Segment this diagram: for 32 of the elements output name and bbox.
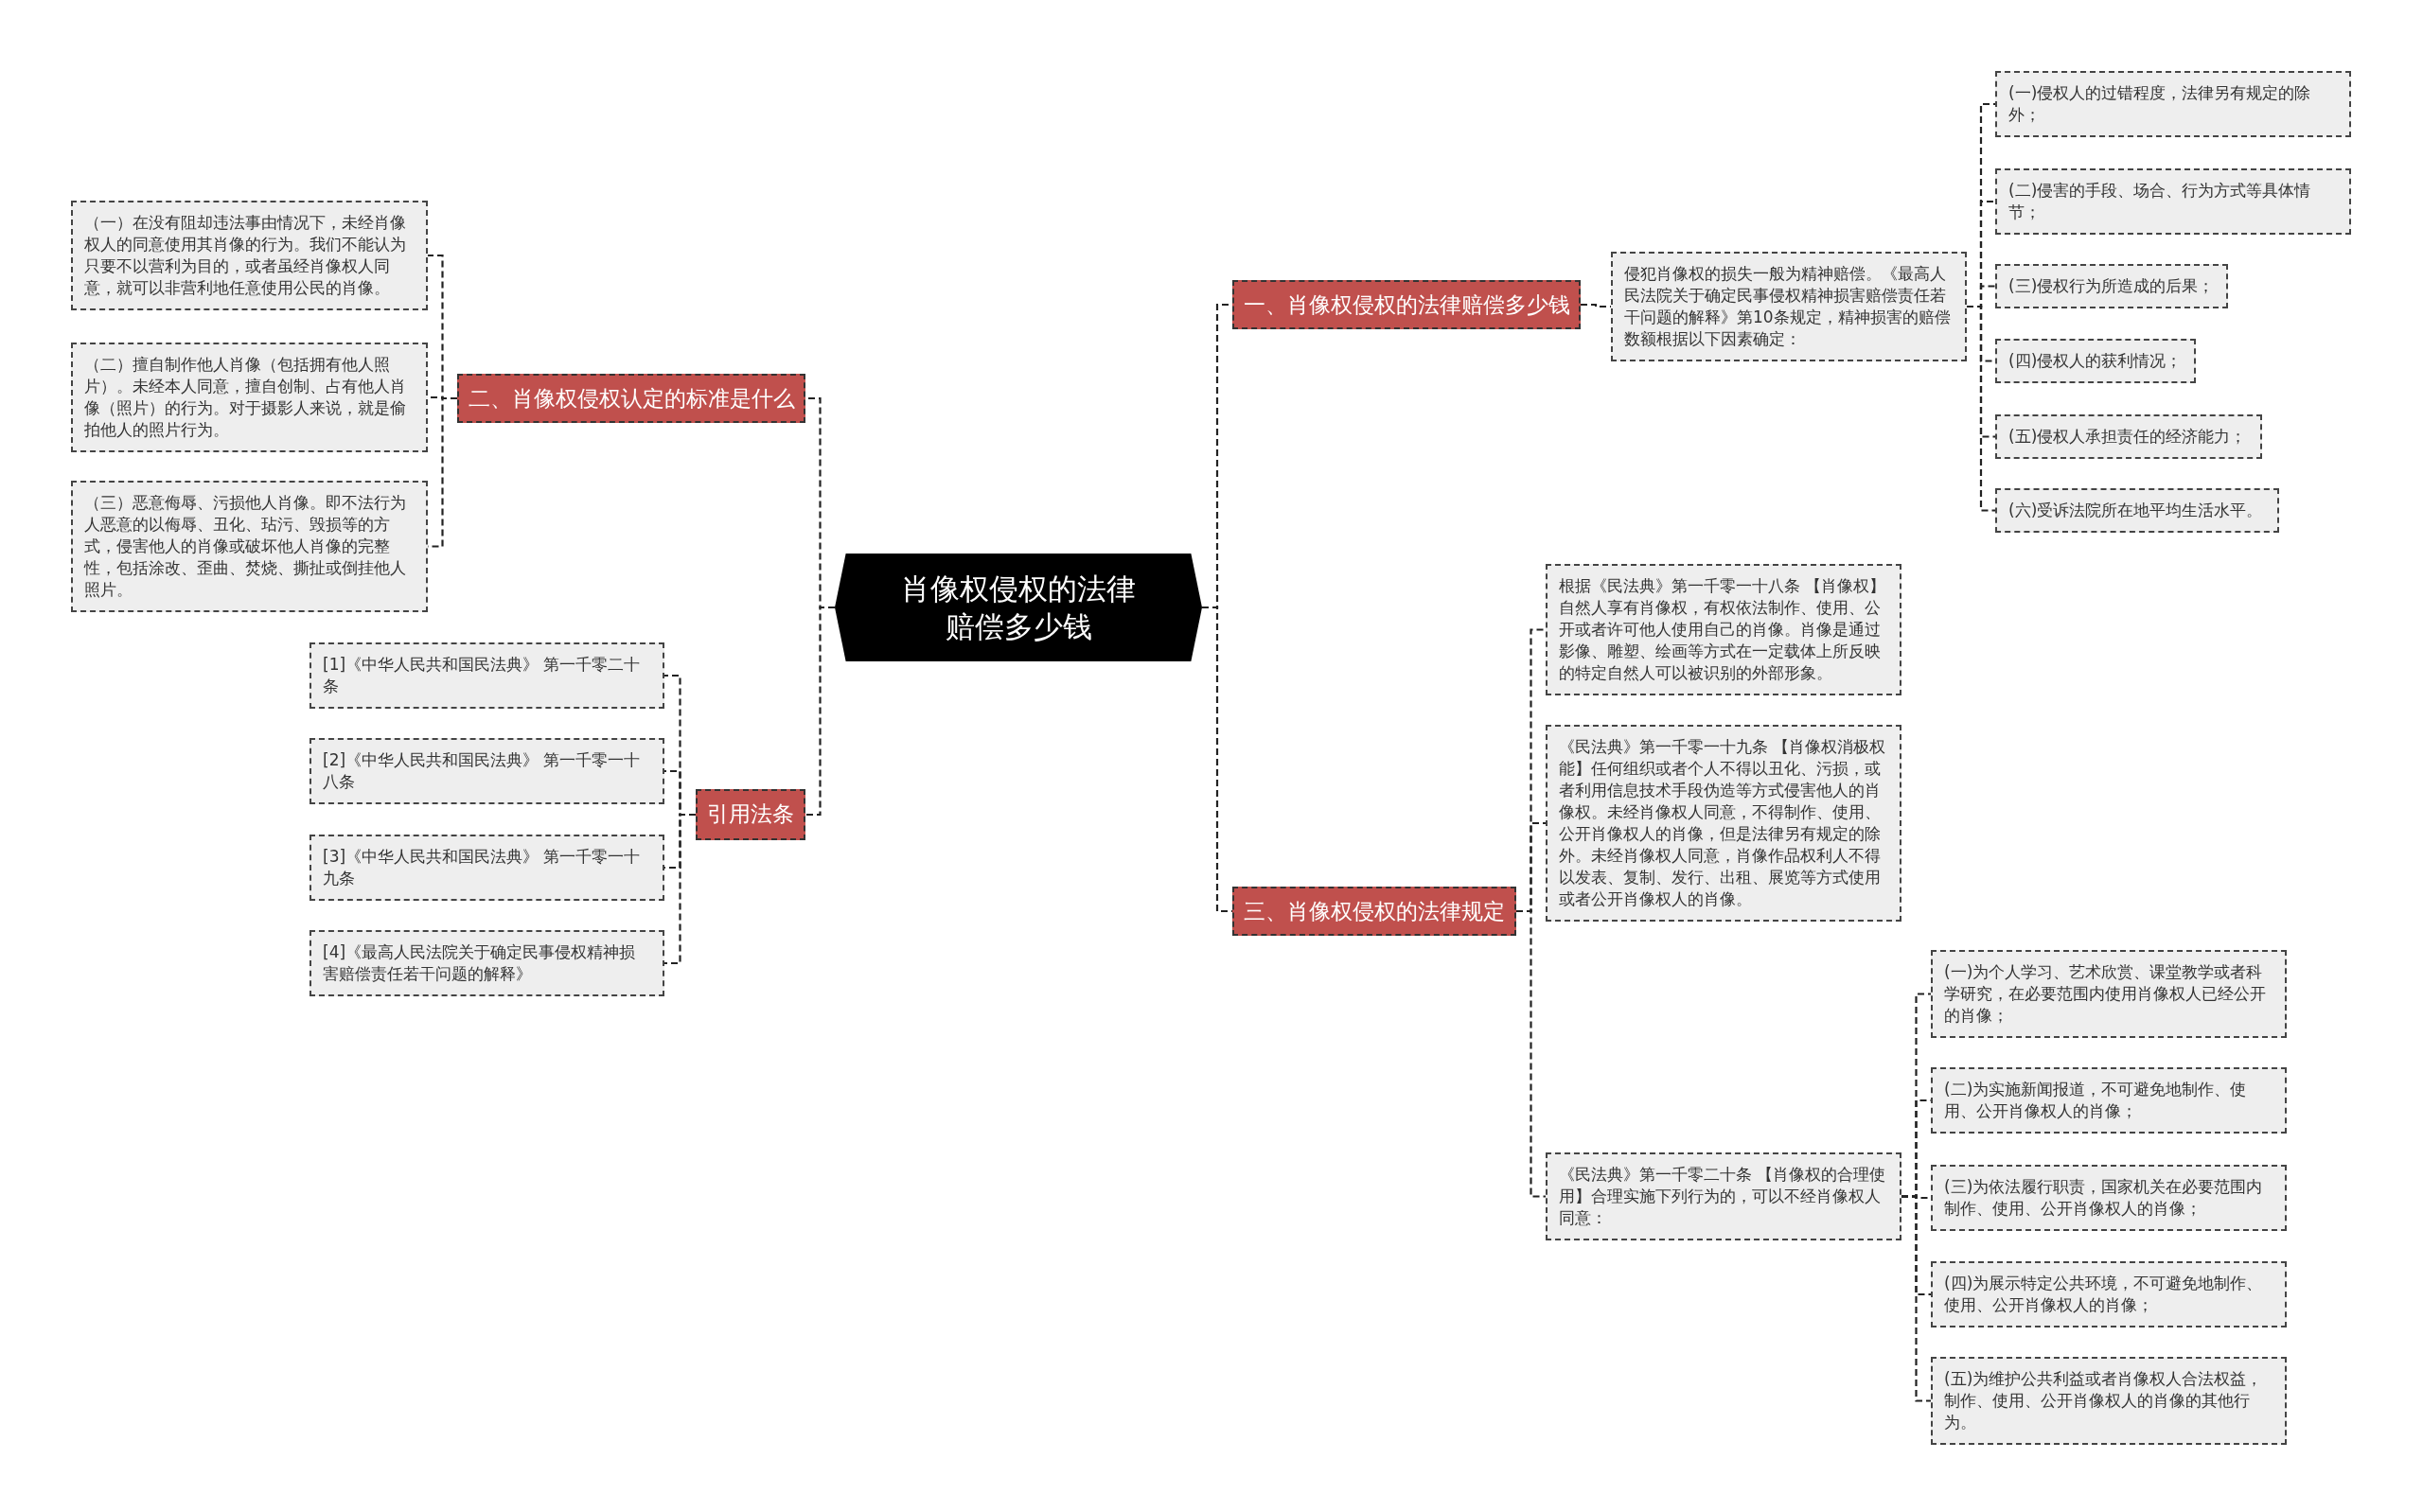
note-box: [1]《中华人民共和国民法典》 第一千零二十条 [310, 642, 664, 709]
note-box: (一)为个人学习、艺术欣赏、课堂教学或者科学研究，在必要范围内使用肖像权人已经公开的肖像； [1931, 950, 2287, 1038]
note-box: [3]《中华人民共和国民法典》 第一千零一十九条 [310, 835, 664, 901]
note-box: (一)侵权人的过错程度，法律另有规定的除外； [1995, 71, 2351, 137]
note-box: (四)为展示特定公共环境，不可避免地制作、使用、公开肖像权人的肖像； [1931, 1261, 2287, 1327]
note-box: (二)为实施新闻报道，不可避免地制作、使用、公开肖像权人的肖像； [1931, 1067, 2287, 1134]
note-box: 根据《民法典》第一千零一十八条 【肖像权】自然人享有肖像权，有权依法制作、使用、公开或者许可他人使用自己的肖像。肖像是通过影像、雕塑、绘画等方式在一定载体上所反映的特定自然人可以被识别的外部形象。 [1546, 564, 1901, 695]
connector-line [1967, 305, 1995, 512]
note-box: (五)侵权人承担责任的经济能力； [1995, 414, 2262, 459]
note-box: 侵犯肖像权的损失一般为精神赔偿。《最高人民法院关于确定民事侵权精神损害赔偿责任若干问题的解释》第10条规定，精神损害的赔偿数额根据以下因素确定： [1611, 252, 1967, 361]
note-box: （二）擅自制作他人肖像（包括拥有他人照片）。未经本人同意，擅自创制、占有他人肖像（照片）的行为。对于摄影人来说，就是偷拍他人的照片行为。 [71, 343, 428, 452]
connector-line [1901, 1195, 1931, 1402]
note-box: [2]《中华人民共和国民法典》 第一千零一十八条 [310, 738, 664, 804]
branch-topic: 引用法条 [696, 789, 805, 840]
central-topic: 肖像权侵权的法律赔偿多少钱 [835, 554, 1202, 661]
note-box: （三）恶意侮辱、污损他人肖像。即不法行为人恶意的以侮辱、丑化、玷污、毁损等的方式，侵害他人的肖像或破坏他人肖像的完整性，包括涂改、歪曲、焚烧、撕扯或倒挂他人照片。 [71, 481, 428, 612]
note-box: [4]《最高人民法院关于确定民事侵权精神损害赔偿责任若干问题的解释》 [310, 930, 664, 996]
note-box: (三)侵权行为所造成的后果； [1995, 264, 2228, 308]
branch-topic: 三、肖像权侵权的法律规定 [1232, 887, 1516, 936]
note-box: 《民法典》第一千零一十九条 【肖像权消极权能】任何组织或者个人不得以丑化、污损，或者利用信息技术手段伪造等方式侵害他人的肖像权。未经肖像权人同意，不得制作、使用、公开肖像权人的肖像，但是法律另有规定的除外。未经肖像权人同意，肖像作品权利人不得以发表、复制、发行、出租、展览等方式使用或者公开肖像权人的肖像。 [1546, 725, 1901, 922]
note-box: (四)侵权人的获利情况； [1995, 339, 2196, 383]
branch-topic: 一、肖像权侵权的法律赔偿多少钱 [1232, 280, 1581, 329]
note-box: 《民法典》第一千零二十条 【肖像权的合理使用】合理实施下列行为的，可以不经肖像权人同意： [1546, 1152, 1901, 1240]
connector-line [1516, 909, 1546, 1198]
note-box: (五)为维护公共利益或者肖像权人合法权益，制作、使用、公开肖像权人的肖像的其他行为。 [1931, 1357, 2287, 1445]
note-box: (六)受诉法院所在地平均生活水平。 [1995, 488, 2279, 533]
note-box: (二)侵害的手段、场合、行为方式等具体情节； [1995, 168, 2351, 235]
connector-line [805, 606, 835, 817]
note-box: (三)为依法履行职责，国家机关在必要范围内制作、使用、公开肖像权人的肖像； [1931, 1165, 2287, 1231]
branch-topic: 二、肖像权侵权认定的标准是什么 [457, 374, 805, 423]
note-box: （一）在没有阻却违法事由情况下，未经肖像权人的同意使用其肖像的行为。我们不能认为只要不以营利为目的，或者虽经肖像权人同意，就可以非营利地任意使用公民的肖像。 [71, 201, 428, 310]
connector-line [664, 813, 696, 965]
